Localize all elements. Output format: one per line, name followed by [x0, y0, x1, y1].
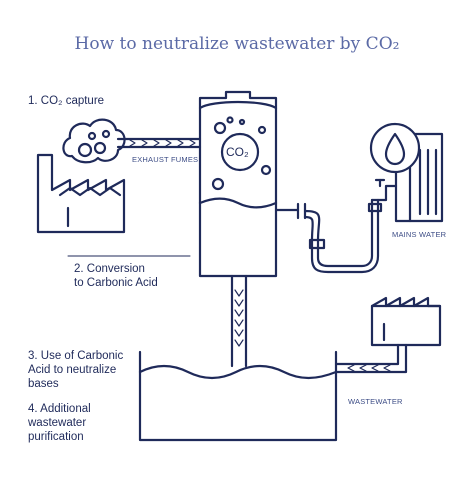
exhaust-fumes-caption: EXHAUST FUMES	[132, 155, 199, 164]
diagram-title: How to neutralize wastewater by CO₂	[74, 34, 400, 54]
tank-co2-label: CO₂	[226, 145, 249, 159]
wastewater-caption: WASTEWATER	[348, 397, 403, 406]
wastewater-basin	[138, 350, 338, 442]
step-purification: 4. Additional wastewater purification	[28, 403, 91, 443]
step-neutralize: 3. Use of Carbonic Acid to neutralize ba…	[28, 350, 124, 390]
smoke-cloud-icon	[62, 118, 126, 164]
factory-right-icon	[370, 296, 442, 347]
step-co2-capture: 1. CO₂ capture	[28, 95, 105, 107]
mains-water-pipe	[274, 178, 398, 274]
wastewater-pipe	[334, 343, 408, 374]
downflow-pipe	[230, 274, 248, 368]
exhaust-pipe	[116, 137, 202, 149]
mains-water-caption: MAINS WATER	[392, 230, 447, 239]
factory-left-icon	[36, 153, 126, 234]
mains-water-building-icon	[369, 122, 444, 223]
step-conversion: 2. Conversion to Carbonic Acid	[74, 263, 158, 289]
co2-tank	[198, 90, 278, 278]
